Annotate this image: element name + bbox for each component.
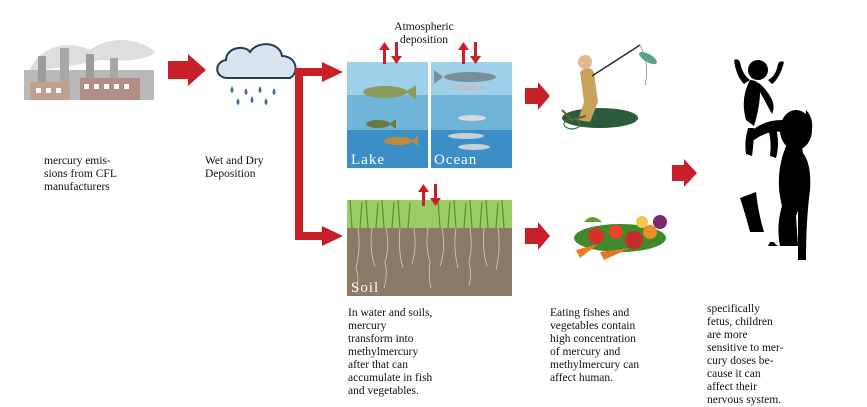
arrow-factory-to-cloud bbox=[168, 54, 206, 86]
vegetables-icon bbox=[574, 215, 667, 260]
factory-caption: mercury emis- sions from CFL manufacture… bbox=[44, 155, 117, 193]
arrow-water-to-fisherman bbox=[525, 82, 550, 110]
rain-cloud-icon bbox=[216, 43, 297, 105]
soil-panel: Soil bbox=[347, 199, 512, 296]
lake-label: Lake bbox=[351, 152, 385, 168]
soil-label: Soil bbox=[351, 280, 379, 296]
eating-caption: Eating fishes and vegetables contain hig… bbox=[550, 307, 640, 384]
deposition-arrows-lake bbox=[379, 42, 402, 64]
mother-child-silhouette-icon bbox=[734, 59, 813, 260]
cloud-caption: Wet and Dry Deposition bbox=[205, 155, 264, 180]
soil-caption: In water and soils, mercury transform in… bbox=[348, 307, 433, 397]
ocean-label: Ocean bbox=[434, 152, 477, 168]
deposition-arrows-ocean bbox=[458, 42, 481, 64]
atmospheric-deposition-title: Atmospheric deposition bbox=[394, 21, 454, 46]
arrow-food-to-family bbox=[672, 159, 697, 187]
arrow-soil-to-vegetables bbox=[525, 222, 550, 250]
children-caption: specifically fetus, children are more se… bbox=[707, 303, 784, 406]
deposition-arrows-soil bbox=[418, 184, 441, 206]
factory-icon bbox=[24, 40, 155, 100]
branch-connector bbox=[295, 62, 343, 246]
fisherman-icon bbox=[561, 44, 657, 130]
water-panel: Lake Ocean bbox=[347, 62, 512, 168]
